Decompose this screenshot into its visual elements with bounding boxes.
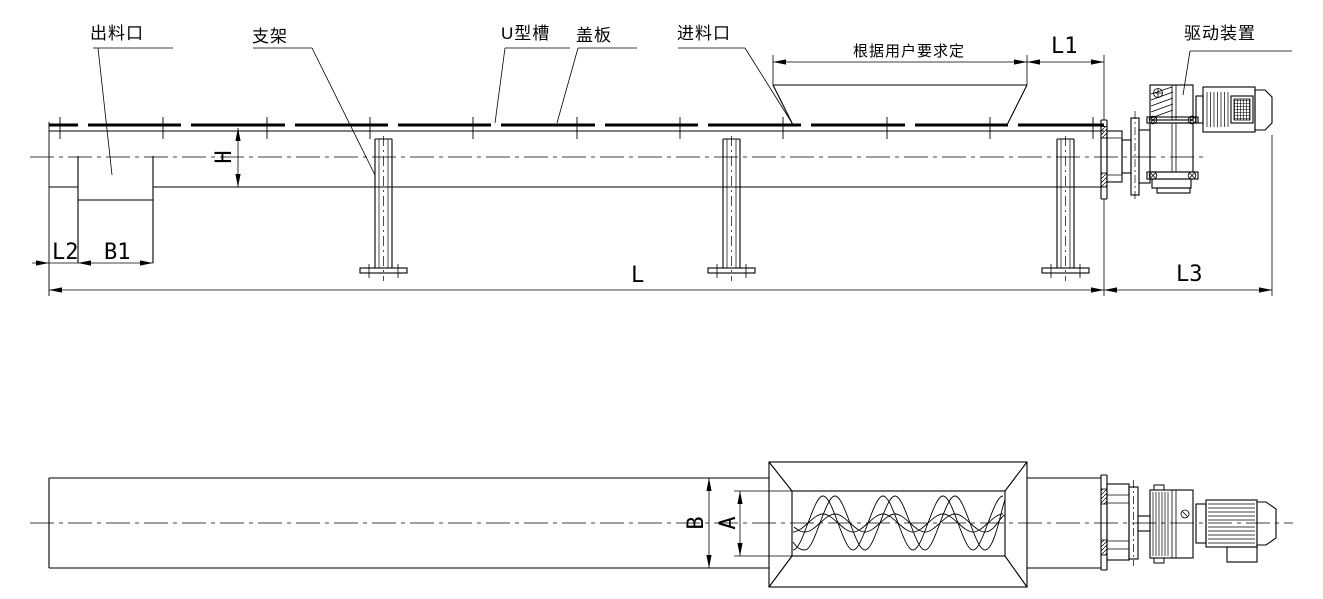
dim-label-l1: L1 [1051, 34, 1078, 59]
dimension-lines-side [32, 55, 1273, 296]
leader-inlet [678, 47, 793, 124]
dim-label-b: B [683, 516, 709, 530]
leader-cover-plate [556, 47, 637, 124]
cover-joint-ticks [59, 117, 1094, 139]
side-elevation-view [30, 47, 1292, 296]
dimension-arrows-plan [706, 478, 743, 568]
leader-outlet [93, 47, 173, 176]
gearbox-corner-bolts [1148, 115, 1197, 180]
feed-hopper-side [772, 84, 1028, 126]
motor-fan-grille-side [1233, 98, 1251, 121]
label-cover-plate: 盖板 [576, 26, 612, 45]
u-trough-plan [48, 477, 1101, 569]
leader-support [253, 47, 376, 176]
plan-view [30, 461, 1293, 588]
leader-u-trough [494, 47, 570, 124]
motor-terminal-box [1226, 546, 1258, 563]
dim-label-h: H [211, 150, 237, 164]
feed-hopper-plan [768, 461, 1028, 588]
dim-label-l2: L2 [52, 240, 79, 265]
gearbox-side [1146, 84, 1199, 194]
label-per-user-note: 根据用户要求定 [853, 43, 966, 60]
dim-label-l3: L3 [1176, 262, 1203, 287]
leader-lines-side [93, 47, 1292, 176]
dimension-arrows-side [36, 59, 1272, 293]
dim-label-b1: B1 [104, 240, 131, 265]
screw-spiral [792, 495, 1006, 551]
label-outlet: 出料口 [90, 24, 144, 43]
end-bearing-plan [1100, 474, 1151, 571]
dim-label-l: L [631, 263, 645, 288]
dim-label-a: A [715, 516, 741, 530]
motor-side [1195, 86, 1273, 133]
support-leg-3 [1041, 136, 1090, 281]
label-inlet: 进料口 [677, 24, 731, 43]
gearbox-plan [1149, 484, 1194, 564]
label-support: 支架 [252, 27, 288, 46]
motor-cooling-fins-plan [1208, 503, 1255, 544]
label-u-trough: U型槽 [501, 24, 551, 43]
end-bearing-side [1100, 111, 1151, 202]
support-leg-2 [707, 136, 756, 281]
support-leg-1 [359, 136, 408, 281]
motor-plan [1195, 499, 1277, 563]
motor-cooling-fins-side [1206, 92, 1229, 127]
u-trough-side [48, 117, 1104, 296]
discharge-outlet-side [77, 156, 154, 263]
dimension-lines-plan [706, 478, 792, 568]
leader-drive-unit [1182, 50, 1292, 96]
label-drive-unit: 驱动装置 [1184, 24, 1256, 43]
